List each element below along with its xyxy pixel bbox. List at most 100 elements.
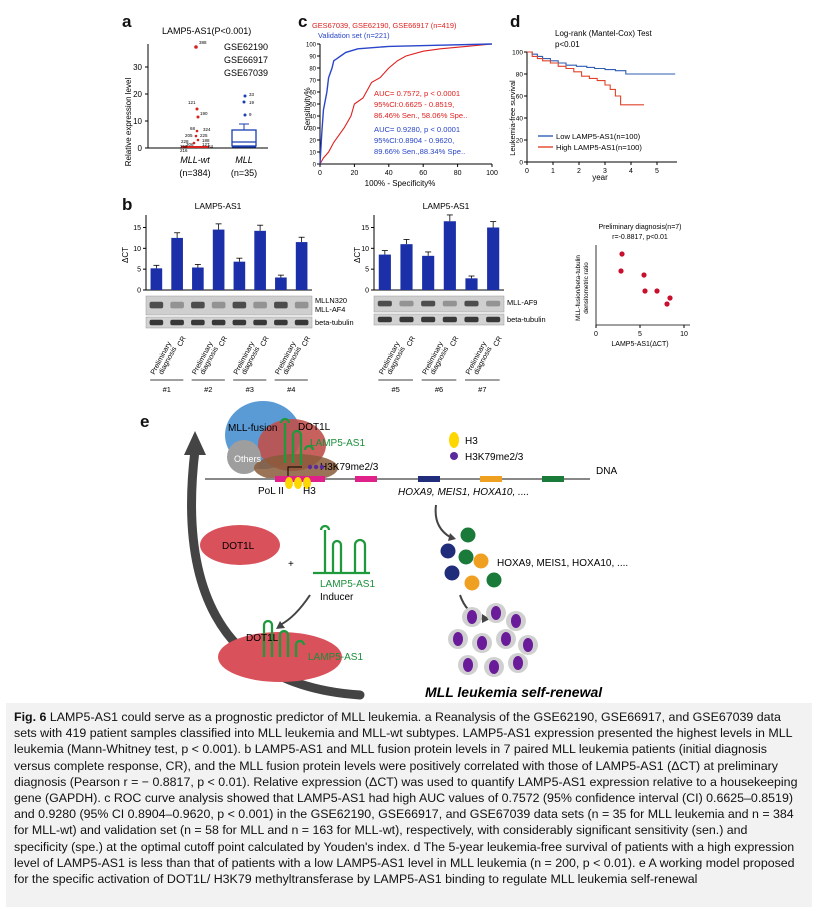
panel-a-ytick-10: 10 [133,117,142,126]
panel-b-blot-band [211,301,226,309]
panel-a-outlier-label: 127 [202,142,210,147]
panel-e-others-label: Others [234,454,262,464]
panel-b-patient-label: #7 [478,385,486,394]
panel-b-tubulin-band [421,316,436,323]
panel-b-blot-band [149,301,164,309]
panel-c-blue-stat-1: AUC= 0.9280, p < 0.0001 [374,125,460,134]
panel-b-blot-band [464,300,479,307]
panel-b-tubulin-band [486,316,501,323]
panel-b-tubulin-band [191,319,205,326]
panel-a-ytick-30: 30 [133,63,142,72]
panel-c-xtick: 0 [318,170,322,177]
panel-e-inducer: Inducer [320,592,354,603]
panel-b-tubulin-band [399,316,414,323]
panel-b-blot-band [274,301,288,309]
panel-b-left-band-mllaf4: MLL-AF4 [315,305,345,314]
panel-e-gene-block [480,476,502,482]
panel-b-blot-band [191,301,205,309]
panel-d-ylabel: Leukemia-free survival [508,80,517,156]
panel-d-legend-low: Low LAMP5-AS1(n=100) [556,132,641,141]
caption-fig-label: Fig. 6 [14,710,47,724]
caption-title: LAMP5-AS1 could serve as a prognostic pr… [49,710,422,724]
panel-b-lane-label: CR [258,335,271,348]
panel-b-scatter-point [619,251,625,257]
panel-a-outlier-label: 228 [181,139,189,144]
panel-a-outlier-label: 68 [190,126,196,131]
panel-b-blot-band [377,300,392,307]
panel-a-outlier-label: 388 [199,40,207,45]
panel-d-ytick: 60 [516,94,524,101]
panel-e-plus: + [288,559,294,570]
panel-a-dataset-2: GSE66917 [224,55,268,65]
panel-b-scatter-xtick: 5 [638,331,642,338]
panel-b-right-title: LAMP5-AS1 [423,201,470,211]
panel-b-lane-label: CR [299,335,312,348]
panel-b-patient-label: #3 [246,385,254,394]
panel-b-lane-label: CR [216,335,229,348]
panel-b-blot-band [486,300,501,307]
panel-b-blot-band [442,300,457,307]
panel-c-ytick: 30 [309,127,316,133]
panel-b-blot-band [294,301,309,309]
lncrna-hairpin-icon [279,417,315,465]
panel-letter-e: e [140,412,150,431]
tss-arrow-icon [287,466,302,476]
panel-d-ytick: 80 [516,72,524,79]
panel-b-bar [171,237,183,290]
panel-b-tubulin-band [294,319,309,326]
panel-e-legend-h3: H3 [465,436,478,447]
panel-e-model: MLL-fusion Others DOT1L LAMP5-AS1 H3K79m… [184,401,628,700]
panel-b-scatter-xlabel: LAMP5-AS1(ΔCT) [611,341,668,348]
panel-d-high-curve [527,51,644,106]
panel-b-scatter-ylabel-1: MLL-fusion/beta-tubulin [575,255,582,321]
panel-e-product-dot [440,543,456,559]
panel-e-nucleosome [254,454,338,482]
panel-c-ytick: 80 [309,67,316,73]
panel-d-xtick: 1 [551,168,555,175]
panel-b-lane-label: CR [175,335,188,348]
panel-b-tubulin-band [464,316,479,323]
panel-c-roc: GES67039, GSE62190, GSE66917 (n=419) Val… [303,21,498,188]
panel-b-left-band-mlln320: MLLN320 [315,296,347,305]
panel-b-tubulin-band [149,319,164,326]
panel-letter-c: c [298,12,308,31]
figure-caption: Fig. 6 LAMP5-AS1 could serve as a progno… [6,703,812,907]
panel-d-ytick: 0 [519,160,523,167]
panel-b-right-band-mllaf9: MLL-AF9 [507,298,537,307]
panel-e-arrow [434,504,451,538]
panel-b-right-blot-mllaf9 [373,295,505,313]
panel-b-ytick: 10 [361,246,369,253]
panel-b-scatter-xtick: 10 [680,331,688,338]
panel-b-lane-label: CR [404,335,417,348]
panel-e-genes-plain: HOXA9, MEIS1, HOXA10, .... [497,558,628,569]
h3-histone-icon [294,477,302,489]
panel-a-outlier-label: 225 [200,133,208,138]
panel-c-ytick: 50 [309,103,316,109]
panel-c-ytick: 10 [309,151,316,157]
panel-d-survival: Log-rank (Mantel-Cox) Test p<0.01 Leukem… [508,29,677,182]
panel-b-bar [422,255,435,290]
panel-e-dot1l-label: DOT1L [298,422,331,433]
panel-b-blot-band [253,301,267,309]
panel-e-product-dot [464,575,480,591]
panel-e-gene-block [355,476,377,482]
arrowhead-icon [276,621,285,629]
panel-b-ytick: 15 [133,225,141,232]
panel-b-bar [192,267,204,290]
panel-b-bar [150,268,163,290]
panel-e-legend-h3k: H3K79me2/3 [465,452,524,463]
panel-b-scatter-point [641,272,647,278]
panel-b-bar [465,278,478,290]
panel-b-bar [400,244,413,290]
panel-d-xtick: 5 [655,168,659,175]
panel-b-scatter-point [618,268,624,274]
panel-b-blot-band [421,300,436,307]
panel-c-red-curve [319,43,493,165]
panel-a-outlier [194,45,198,49]
panel-a-group1-label: MLL-wt [180,155,210,165]
panel-a-outlier-label: 205 [185,133,193,138]
panel-d-xtick: 3 [603,168,607,175]
